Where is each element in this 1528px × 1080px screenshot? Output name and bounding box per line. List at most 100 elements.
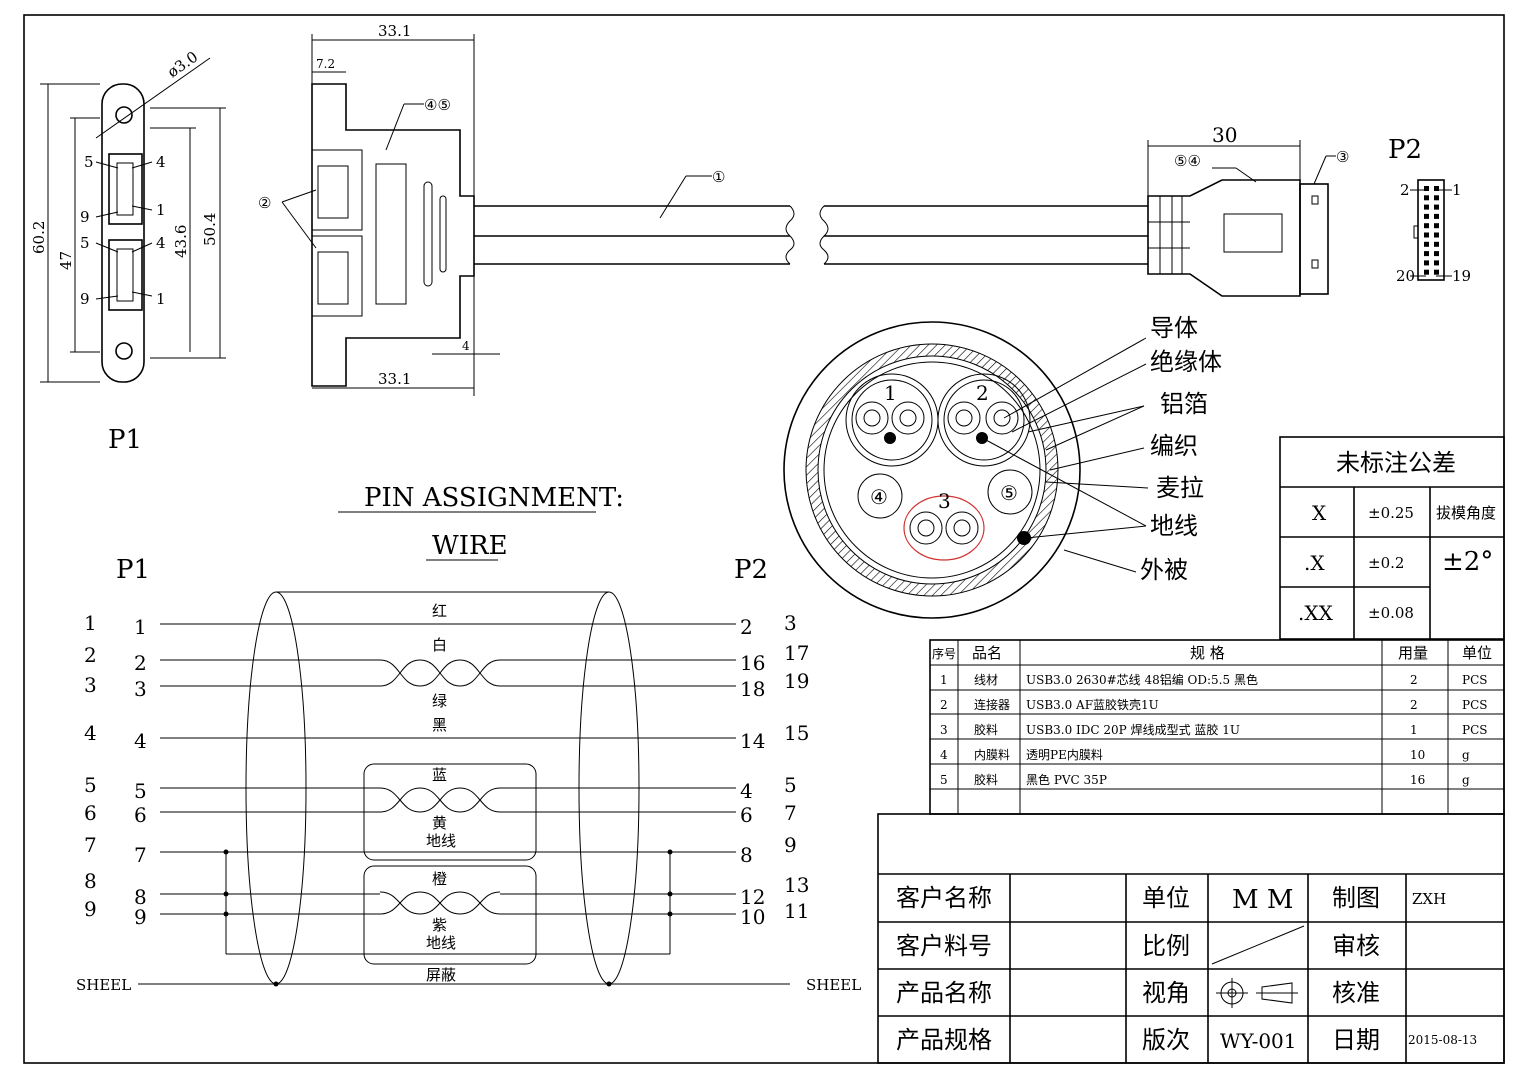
p2-pin: 16 (740, 651, 765, 675)
p2-pin-square (1434, 269, 1439, 275)
wire-color-green: 绿 (432, 692, 447, 710)
p1-pin-label: 1 (156, 201, 166, 219)
wire-color-orange: 橙 (432, 870, 447, 888)
tb-rev-label: 版次 (1142, 1026, 1190, 1054)
draft-angle-label: 拔模角度 (1436, 504, 1496, 522)
pin-assignment-diagram: PIN ASSIGNMENT: WIRE P1 P2 (76, 483, 861, 994)
p1-pin-label: 4 (156, 153, 166, 171)
cable-cross-section: ④ ⑤ 1 2 3 导体 绝缘体 铝箔 编织 麦拉 地线 外被 (783, 314, 1222, 619)
p1-inner-pin: 5 (134, 779, 147, 803)
p1-dim-50-4: 50.4 (201, 213, 219, 246)
tb-product-spec-label: 产品规格 (896, 1026, 992, 1054)
p1-inner-pin: 2 (134, 651, 147, 675)
cs-label-foil: 铝箔 (1160, 390, 1208, 418)
bom-unit: PCS (1462, 673, 1487, 687)
p1-outer-pin: 2 (84, 643, 97, 667)
title-block: 客户名称 客户料号 产品名称 产品规格 单位 M M 比例 视角 版次 WY-0… (877, 813, 1505, 1064)
p2-pin-square (1424, 260, 1429, 266)
bom-name: 胶料 (974, 722, 998, 737)
p1-outer-pin: 1 (84, 611, 97, 635)
bom-no: 4 (940, 748, 948, 762)
bom-unit: g (1462, 773, 1470, 787)
pin-assignment-subtitle: WIRE (432, 531, 508, 561)
p2-pin-square (1424, 269, 1429, 275)
p2-pin-square (1424, 232, 1429, 238)
p2-pin: 6 (740, 803, 753, 827)
bom-name: 连接器 (974, 697, 1010, 712)
sheel-left: SHEEL (76, 976, 131, 994)
bom-name: 线材 (974, 673, 998, 687)
tolerance-value: ±0.08 (1368, 604, 1414, 622)
p2-pin-2: 2 (1400, 181, 1410, 199)
p2-pin-1: 1 (1452, 181, 1462, 199)
p2-pin-square (1434, 204, 1439, 210)
p1-outer-pin: 4 (84, 721, 97, 745)
p1-pin-label: 9 (80, 208, 90, 226)
bom-qty: 10 (1410, 748, 1425, 762)
p1-inner-pin: 7 (134, 843, 147, 867)
cs-label-conductor: 导体 (1150, 314, 1198, 342)
wire-shield: 屏蔽 (426, 966, 456, 984)
tb-customer-name-label: 客户名称 (896, 884, 992, 912)
p2-pin-square (1434, 232, 1439, 238)
wire-drain-2: 地线 (426, 934, 456, 952)
bom-header: 序号 (932, 646, 956, 661)
tb-check-label: 审核 (1332, 932, 1380, 960)
p2-pin-square (1424, 213, 1429, 219)
p1-outer-pin: 3 (84, 673, 97, 697)
side-dim-bottom: 33.1 (378, 370, 411, 388)
cs-wire-4: ④ (870, 485, 888, 509)
p1-front-view: 5 4 9 1 5 4 9 1 60.2 47 43.6 50.4 ø3.0 P… (30, 48, 226, 455)
p2-alt-pin: 19 (784, 669, 809, 693)
tb-rev: WY-001 (1220, 1029, 1297, 1053)
tolerance-table: 未标注公差 X ±0.25 .X ±0.2 .XX ±0.08 拔模角度 ±2° (1279, 436, 1505, 640)
p2-pin: 2 (740, 615, 753, 639)
bom-unit: PCS (1462, 698, 1487, 712)
tb-date-label: 日期 (1332, 1026, 1380, 1054)
bom-qty: 1 (1410, 723, 1418, 737)
p1-inner-pin: 6 (134, 803, 147, 827)
p2-pin-square (1434, 241, 1439, 247)
bom-spec: USB3.0 AF蓝胶铁壳1U (1026, 697, 1159, 712)
p2-pin: 4 (740, 779, 753, 803)
tb-unit-label: 单位 (1142, 884, 1190, 912)
p1-pin-label: 5 (84, 153, 94, 171)
bom-spec: USB3.0 2630#芯线 48铝编 OD:5.5 黑色 (1026, 672, 1258, 687)
p1-hole-dim: ø3.0 (164, 48, 201, 82)
side-view: 33.1 7.2 33.1 4 ④⑤ ② ① (258, 22, 1148, 396)
tb-scale-label: 比例 (1142, 932, 1190, 960)
bom-no: 3 (940, 723, 948, 737)
sheel-right: SHEEL (806, 976, 861, 994)
bom-header: 用量 (1398, 644, 1428, 662)
bom-header: 单位 (1462, 644, 1492, 662)
bom-header: 品名 (972, 644, 1002, 662)
p2-pin-square (1434, 251, 1439, 257)
p1-outer-pin: 6 (84, 801, 97, 825)
p2-pin-19: 19 (1452, 267, 1471, 285)
tb-date: 2015-08-13 (1408, 1033, 1477, 1047)
p2-alt-pin: 9 (784, 833, 797, 857)
callout-3: ③ (1336, 148, 1349, 166)
p2-pin: 10 (740, 905, 765, 929)
p2-alt-pin: 17 (784, 641, 809, 665)
wire-color-blue: 蓝 (432, 766, 447, 784)
cs-pair-1: 1 (884, 381, 897, 405)
p2-pin-square (1424, 195, 1429, 201)
p2-pin-square (1434, 213, 1439, 219)
cs-label-mylar: 麦拉 (1156, 474, 1204, 502)
p2-pin: 14 (740, 729, 765, 753)
p1-outer-pin: 9 (84, 897, 97, 921)
p1-dim-60-2: 60.2 (30, 221, 48, 254)
p1-outer-pin: 7 (84, 833, 97, 857)
p2-alt-pin: 11 (784, 899, 809, 923)
p2-label: P2 (1388, 135, 1422, 165)
wiring-p1-header: P1 (116, 555, 150, 585)
p2-pin: 8 (740, 843, 753, 867)
p2-alt-pin: 7 (784, 801, 797, 825)
p1-label: P1 (108, 425, 142, 455)
p1-pin-label: 9 (80, 290, 90, 308)
p2-plug-view: 30 ⑤④ ③ (1147, 123, 1349, 297)
p1-dim-43-6: 43.6 (172, 225, 190, 258)
tolerance-value: ±0.25 (1368, 504, 1414, 522)
